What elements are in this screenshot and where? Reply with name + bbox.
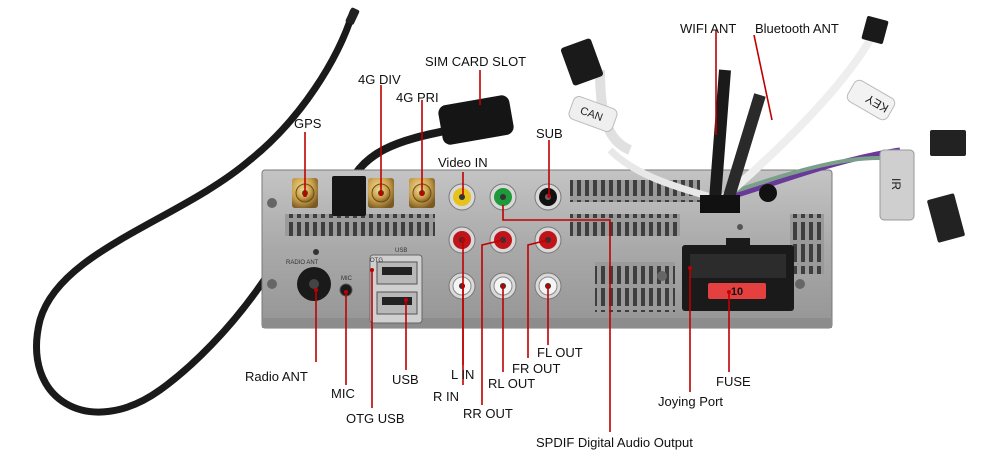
label-wifi-ant: WIFI ANT: [680, 21, 737, 36]
label-fl-out: FL OUT: [537, 345, 583, 360]
label-fr-out: FR OUT: [512, 361, 561, 376]
label-rr-out: RR OUT: [463, 406, 513, 421]
label-bluetooth-ant: Bluetooth ANT: [755, 21, 839, 36]
label-4g-pri: 4G PRI: [396, 90, 439, 105]
ir-label-text: IR: [889, 178, 903, 190]
fuse-rating-text: 10: [731, 286, 743, 298]
label-gps: GPS: [294, 116, 322, 131]
label-radio-ant: Radio ANT: [245, 369, 308, 384]
label-l-in: L IN: [451, 367, 475, 382]
label-video-in: Video IN: [438, 155, 488, 170]
radio-ant-panel-text: RADIO ANT: [286, 260, 319, 266]
label-r-in: R IN: [433, 389, 459, 404]
label-4g-div: 4G DIV: [358, 72, 401, 87]
label-sim-card-slot: SIM CARD SLOT: [425, 54, 527, 69]
label-otg-usb: OTG USB: [346, 411, 405, 426]
label-rl-out: RL OUT: [488, 376, 536, 391]
mic-panel-text: MIC: [341, 276, 353, 282]
otg-panel-text: OTG: [370, 258, 383, 264]
usb-panel-text: USB: [395, 248, 407, 254]
label-fuse: FUSE: [716, 374, 751, 389]
label-spdif: SPDIF Digital Audio Output: [536, 435, 693, 450]
label-sub: SUB: [536, 126, 563, 141]
label-usb: USB: [392, 372, 419, 387]
label-mic: MIC: [331, 386, 355, 401]
gps-cable: [33, 8, 357, 416]
label-joying-port: Joying Port: [658, 394, 724, 409]
